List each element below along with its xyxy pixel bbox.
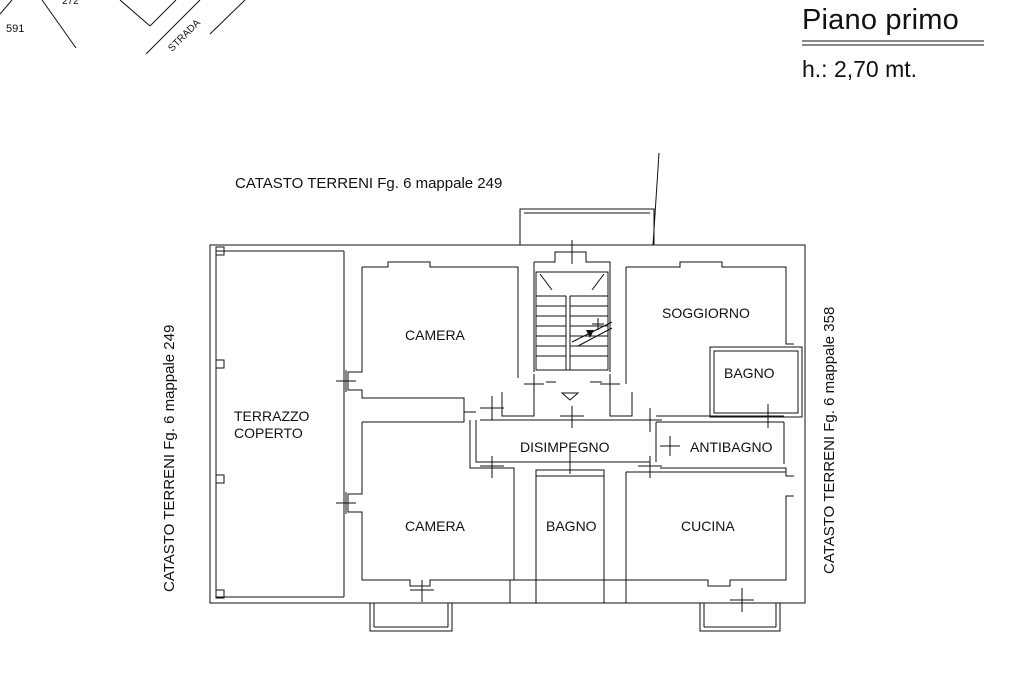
road-label: STRADA xyxy=(166,17,203,54)
south-balconies xyxy=(369,602,781,632)
room-label-camera-top: CAMERA xyxy=(405,327,466,343)
outer-walls xyxy=(209,244,806,604)
sheet-title-text: Piano primo xyxy=(802,4,959,36)
sheet-title: Piano primo xyxy=(802,4,959,37)
room-label-cucina: CUCINA xyxy=(681,518,735,534)
door-marks xyxy=(336,240,780,612)
room-label-antibagno: ANTIBAGNO xyxy=(690,439,773,455)
cadastre-north-label: CATASTO TERRENI Fg. 6 mappale 249 xyxy=(235,175,502,192)
stair-treads xyxy=(536,273,613,357)
landing-walls xyxy=(501,381,633,417)
room-label-coperto: COPERTO xyxy=(234,425,303,441)
site-map-fragment xyxy=(0,0,246,55)
room-label-camera-bottom: CAMERA xyxy=(405,518,466,534)
cadastre-east-label: CATASTO TERRENI Fg. 6 mappale 358 xyxy=(821,307,838,574)
room-label-soggiorno: SOGGIORNO xyxy=(662,305,750,321)
room-label-terrazzo: TERRAZZO xyxy=(234,408,310,424)
room-label-bagno-bottom: BAGNO xyxy=(546,518,597,534)
room-label-bagno-top: BAGNO xyxy=(724,365,775,381)
room-label-disimpegno: DISIMPEGNO xyxy=(520,439,610,455)
site-parcel-partial: 272 xyxy=(62,0,79,7)
interior-walls xyxy=(347,251,803,604)
north-balcony xyxy=(519,152,660,246)
floor-height-note: h.: 2,70 mt. xyxy=(802,56,918,82)
stair-arrow-icon xyxy=(586,330,594,338)
title-underline xyxy=(802,40,984,46)
cadastre-west-label: CATASTO TERRENI Fg. 6 mappale 249 xyxy=(161,325,178,592)
site-parcel-label: 591 xyxy=(6,23,24,35)
